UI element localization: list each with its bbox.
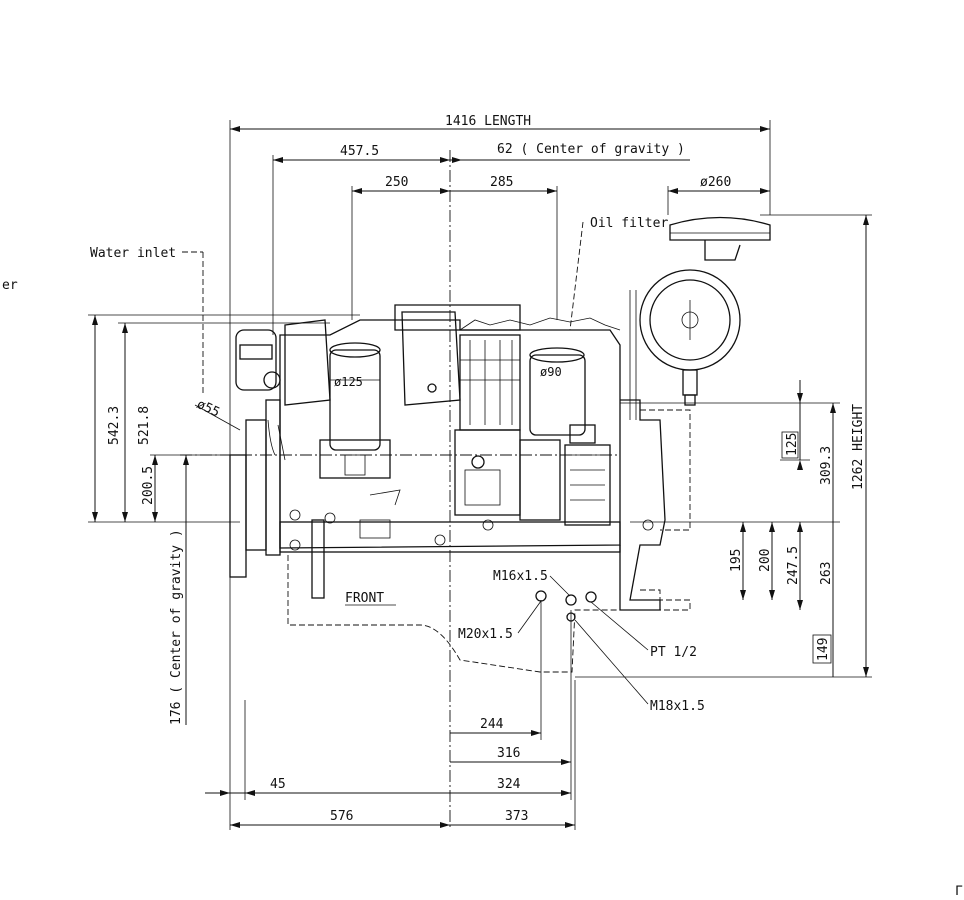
length-dimension: 1416 LENGTH: [445, 114, 531, 129]
dim-125: 125: [785, 433, 800, 456]
dim-149: 149: [816, 638, 831, 661]
bottom-dimensions: 244 316 45 324 576 373: [205, 600, 576, 830]
cog-top-dimension: 62 ( Center of gravity ): [497, 142, 685, 157]
dim-247-5: 247.5: [786, 546, 801, 585]
dim-phi-125: ø125: [334, 375, 363, 389]
dim-521-8: 521.8: [137, 406, 152, 445]
dim-542-3: 542.3: [107, 406, 122, 445]
dim-576: 576: [330, 809, 353, 824]
port-callouts: M16x1.5 M20x1.5 PT 1/2 M18x1.5: [458, 569, 705, 714]
cog-left-dimension: 176 ( Center of gravity ): [169, 529, 184, 725]
top-dimensions: 1416 LENGTH 457.5 62 ( Center of gravity…: [229, 114, 771, 830]
dim-phi-55: ø55: [194, 397, 222, 421]
dim-200: 200: [758, 549, 773, 572]
left-dimensions: 542.3 521.8 200.5 176 ( Center of gravit…: [2, 246, 360, 725]
dim-316: 316: [497, 746, 520, 761]
dim-285: 285: [490, 175, 513, 190]
dim-45: 45: [270, 777, 286, 792]
right-dimensions: 125 309.3 1262 HEIGHT 195 200 247.5 263 …: [575, 214, 872, 678]
dim-324: 324: [497, 777, 521, 792]
m20-label: M20x1.5: [458, 627, 513, 642]
dim-309-3: 309.3: [819, 446, 834, 485]
dim-457-5: 457.5: [340, 144, 379, 159]
dim-250: 250: [385, 175, 408, 190]
dim-263: 263: [819, 562, 834, 585]
cut-off-label: er: [2, 278, 18, 293]
corner-mark: Γ: [955, 884, 963, 899]
front-label: FRONT: [345, 591, 384, 606]
dim-373: 373: [505, 809, 528, 824]
dim-244: 244: [480, 717, 504, 732]
pt12-label: PT 1/2: [650, 645, 697, 660]
dim-phi-90: ø90: [540, 365, 562, 379]
engine-outline: ø125 ø90: [229, 216, 771, 673]
oil-filter-leader: [569, 221, 584, 331]
height-dimension: 1262 HEIGHT: [851, 404, 866, 490]
water-inlet-label: Water inlet: [90, 246, 176, 261]
oil-filter-label: Oil filter: [590, 216, 668, 231]
m18-label: M18x1.5: [650, 699, 705, 714]
m16-label: M16x1.5: [493, 569, 548, 584]
dim-195: 195: [729, 549, 744, 572]
dim-phi-260: ø260: [700, 175, 731, 190]
dim-200-5: 200.5: [141, 466, 156, 505]
